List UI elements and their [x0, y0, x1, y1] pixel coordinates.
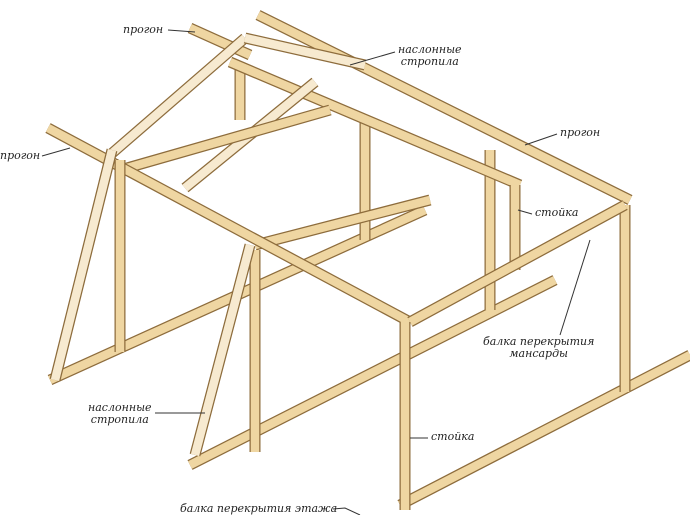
beam-beam [253, 195, 432, 250]
purlin-beam [256, 11, 632, 204]
label-purlin-top: прогон [123, 23, 164, 36]
leader-lines [41, 29, 591, 515]
beam-beam [118, 105, 332, 175]
rafter-beam [107, 34, 248, 159]
label-post-front: стойка [431, 430, 475, 443]
purlin-beam [228, 58, 522, 189]
rafter-beam [244, 33, 366, 70]
rafter-beam [50, 148, 117, 382]
purlin-beam [188, 24, 252, 59]
label-floor-beam: балка перекрытия этажа [180, 502, 338, 515]
label-purlin-left: прогон [0, 149, 41, 162]
beam-beam [407, 201, 628, 326]
label-purlin-right: прогон [560, 126, 601, 139]
label-post-right: стойка [535, 206, 579, 219]
rafter-beam [190, 243, 255, 457]
sill-beam [398, 351, 690, 509]
